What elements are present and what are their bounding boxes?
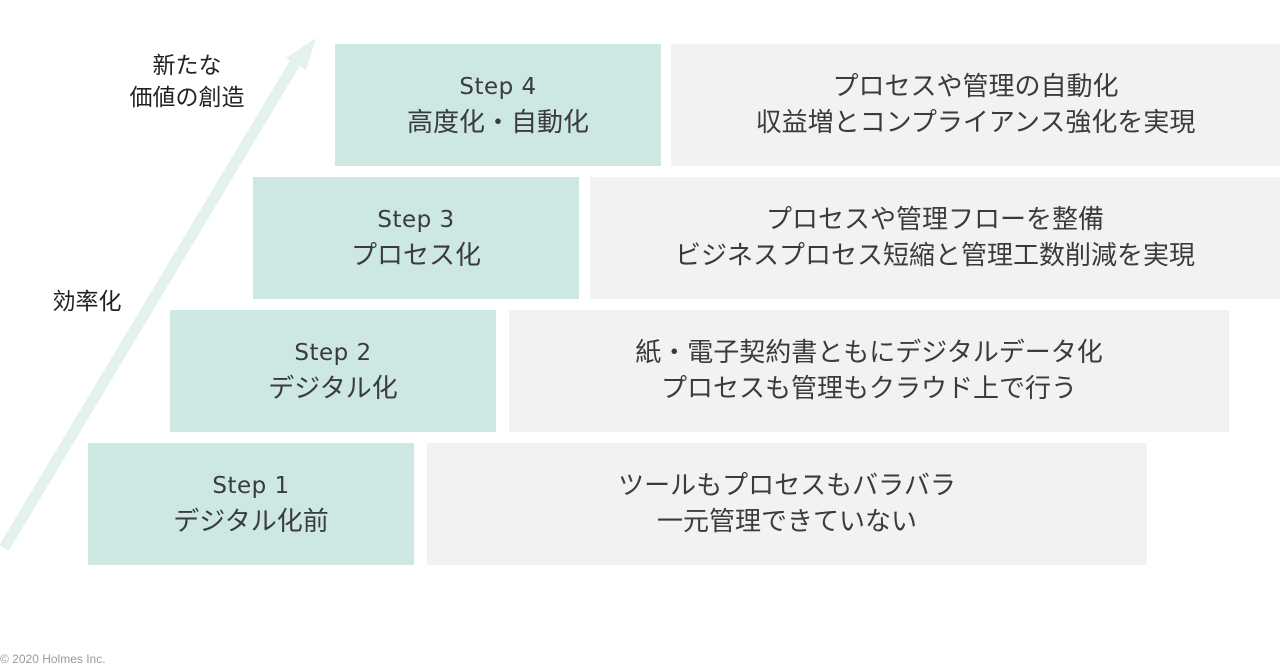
step-3-description: プロセスや管理フローを整備 ビジネスプロセス短縮と管理工数削減を実現: [590, 177, 1280, 299]
step-1-desc-line2: 一元管理できていない: [656, 507, 917, 537]
value-creation-label: 新たな 価値の創造: [112, 50, 262, 114]
step-1-desc-line1: ツールもプロセスもバラバラ: [618, 471, 956, 501]
step-4-box: Step 4 高度化・自動化: [335, 44, 661, 166]
step-2-description: 紙・電子契約書ともにデジタルデータ化 プロセスも管理もクラウド上で行う: [509, 310, 1229, 432]
step-1-number: Step 1: [212, 473, 290, 499]
step-4-number: Step 4: [459, 74, 537, 100]
copyright-notice: © 2020 Holmes Inc.: [0, 652, 106, 666]
step-1-name: デジタル化前: [173, 507, 329, 537]
step-4-desc-line2: 収益増とコンプライアンス強化を実現: [755, 108, 1196, 138]
step-1-description: ツールもプロセスもバラバラ 一元管理できていない: [427, 443, 1147, 565]
step-2-box: Step 2 デジタル化: [170, 310, 496, 432]
value-creation-label-line1: 新たな: [152, 53, 222, 79]
step-4-description: プロセスや管理の自動化 収益増とコンプライアンス強化を実現: [671, 44, 1280, 166]
efficiency-label: 効率化: [52, 289, 122, 315]
step-2-name: デジタル化: [268, 374, 398, 404]
step-4-desc-line1: プロセスや管理の自動化: [832, 72, 1119, 102]
step-2-desc-line1: 紙・電子契約書ともにデジタルデータ化: [635, 338, 1103, 368]
step-3-desc-line1: プロセスや管理フローを整備: [765, 205, 1104, 235]
step-4-name: 高度化・自動化: [406, 108, 589, 138]
step-3-number: Step 3: [377, 207, 455, 233]
step-3-desc-line2: ビジネスプロセス短縮と管理工数削減を実現: [674, 241, 1195, 271]
value-creation-label-line2: 価値の創造: [129, 85, 245, 111]
step-2-desc-line2: プロセスも管理もクラウド上で行う: [660, 374, 1077, 404]
step-3-box: Step 3 プロセス化: [253, 177, 579, 299]
step-1-box: Step 1 デジタル化前: [88, 443, 414, 565]
step-3-name: プロセス化: [350, 241, 481, 271]
step-2-number: Step 2: [294, 340, 372, 366]
